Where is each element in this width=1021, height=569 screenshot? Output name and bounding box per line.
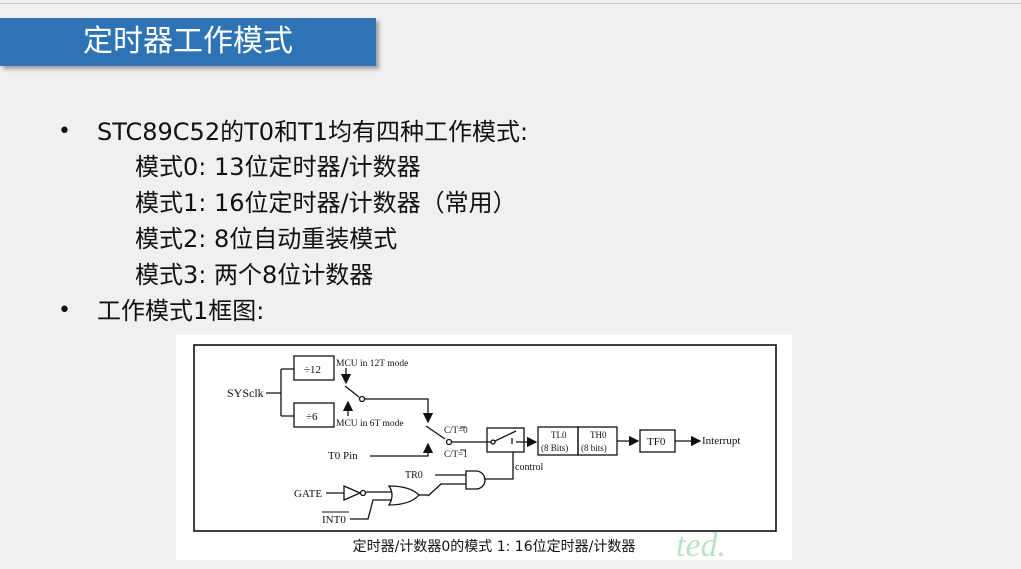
top-divider <box>0 3 1021 4</box>
bullet-text: 工作模式1框图: <box>97 297 265 325</box>
ct1-label: C/T=1 <box>444 449 468 459</box>
not-gate <box>326 485 362 501</box>
div12-label: ÷12 <box>304 364 321 376</box>
gate-label: GATE <box>294 488 322 500</box>
sub-bullet: 模式3: 两个8位计数器 <box>135 261 374 289</box>
or-gate <box>387 485 420 506</box>
sub-bullet: 模式1: 16位定时器/计数器（常用） <box>135 189 517 217</box>
div6-label: ÷6 <box>306 411 318 423</box>
watermark: ted. <box>676 527 726 560</box>
th0-bits: (8 bits) <box>581 443 607 453</box>
bullet-icon: • <box>58 298 71 323</box>
tr0-label: TR0 <box>405 470 423 481</box>
diagram-frame <box>193 344 777 532</box>
ct0-label: C/T=0 <box>444 425 468 435</box>
interrupt-label: Interrupt <box>702 435 740 447</box>
tl0-bits: (8 Bits) <box>541 443 568 453</box>
div6-box <box>293 402 335 428</box>
tl0-label: TL0 <box>551 430 567 440</box>
timer-mode1-diagram: SYSclk ÷12 ÷6 MCU in 12T mode MCU in 6T … <box>176 335 792 564</box>
sub-bullet: 模式2: 8位自动重装模式 <box>135 225 398 253</box>
mode6t-label: MCU in 6T mode <box>336 419 404 429</box>
slide-title: 定时器工作模式 <box>0 18 376 66</box>
diagram-caption: 定时器/计数器0的模式 1: 16位定时器/计数器 <box>353 539 636 555</box>
int0-label: INT0 <box>322 514 346 526</box>
sub-bullet: 模式0: 13位定时器/计数器 <box>135 153 421 181</box>
bullet-text: STC89C52的T0和T1均有四种工作模式: <box>97 118 529 146</box>
bullet-icon: • <box>58 119 71 144</box>
sysclk-label: SYSclk <box>227 386 264 400</box>
control-switch-box <box>486 427 525 453</box>
th0-label: TH0 <box>590 430 607 440</box>
mode12t-label: MCU in 12T mode <box>336 359 408 369</box>
tf0-label: TF0 <box>647 436 666 448</box>
t0pin-label: T0 Pin <box>328 450 358 462</box>
div12-box <box>293 355 335 381</box>
and-gate <box>465 470 486 490</box>
control-label: control <box>515 462 544 473</box>
